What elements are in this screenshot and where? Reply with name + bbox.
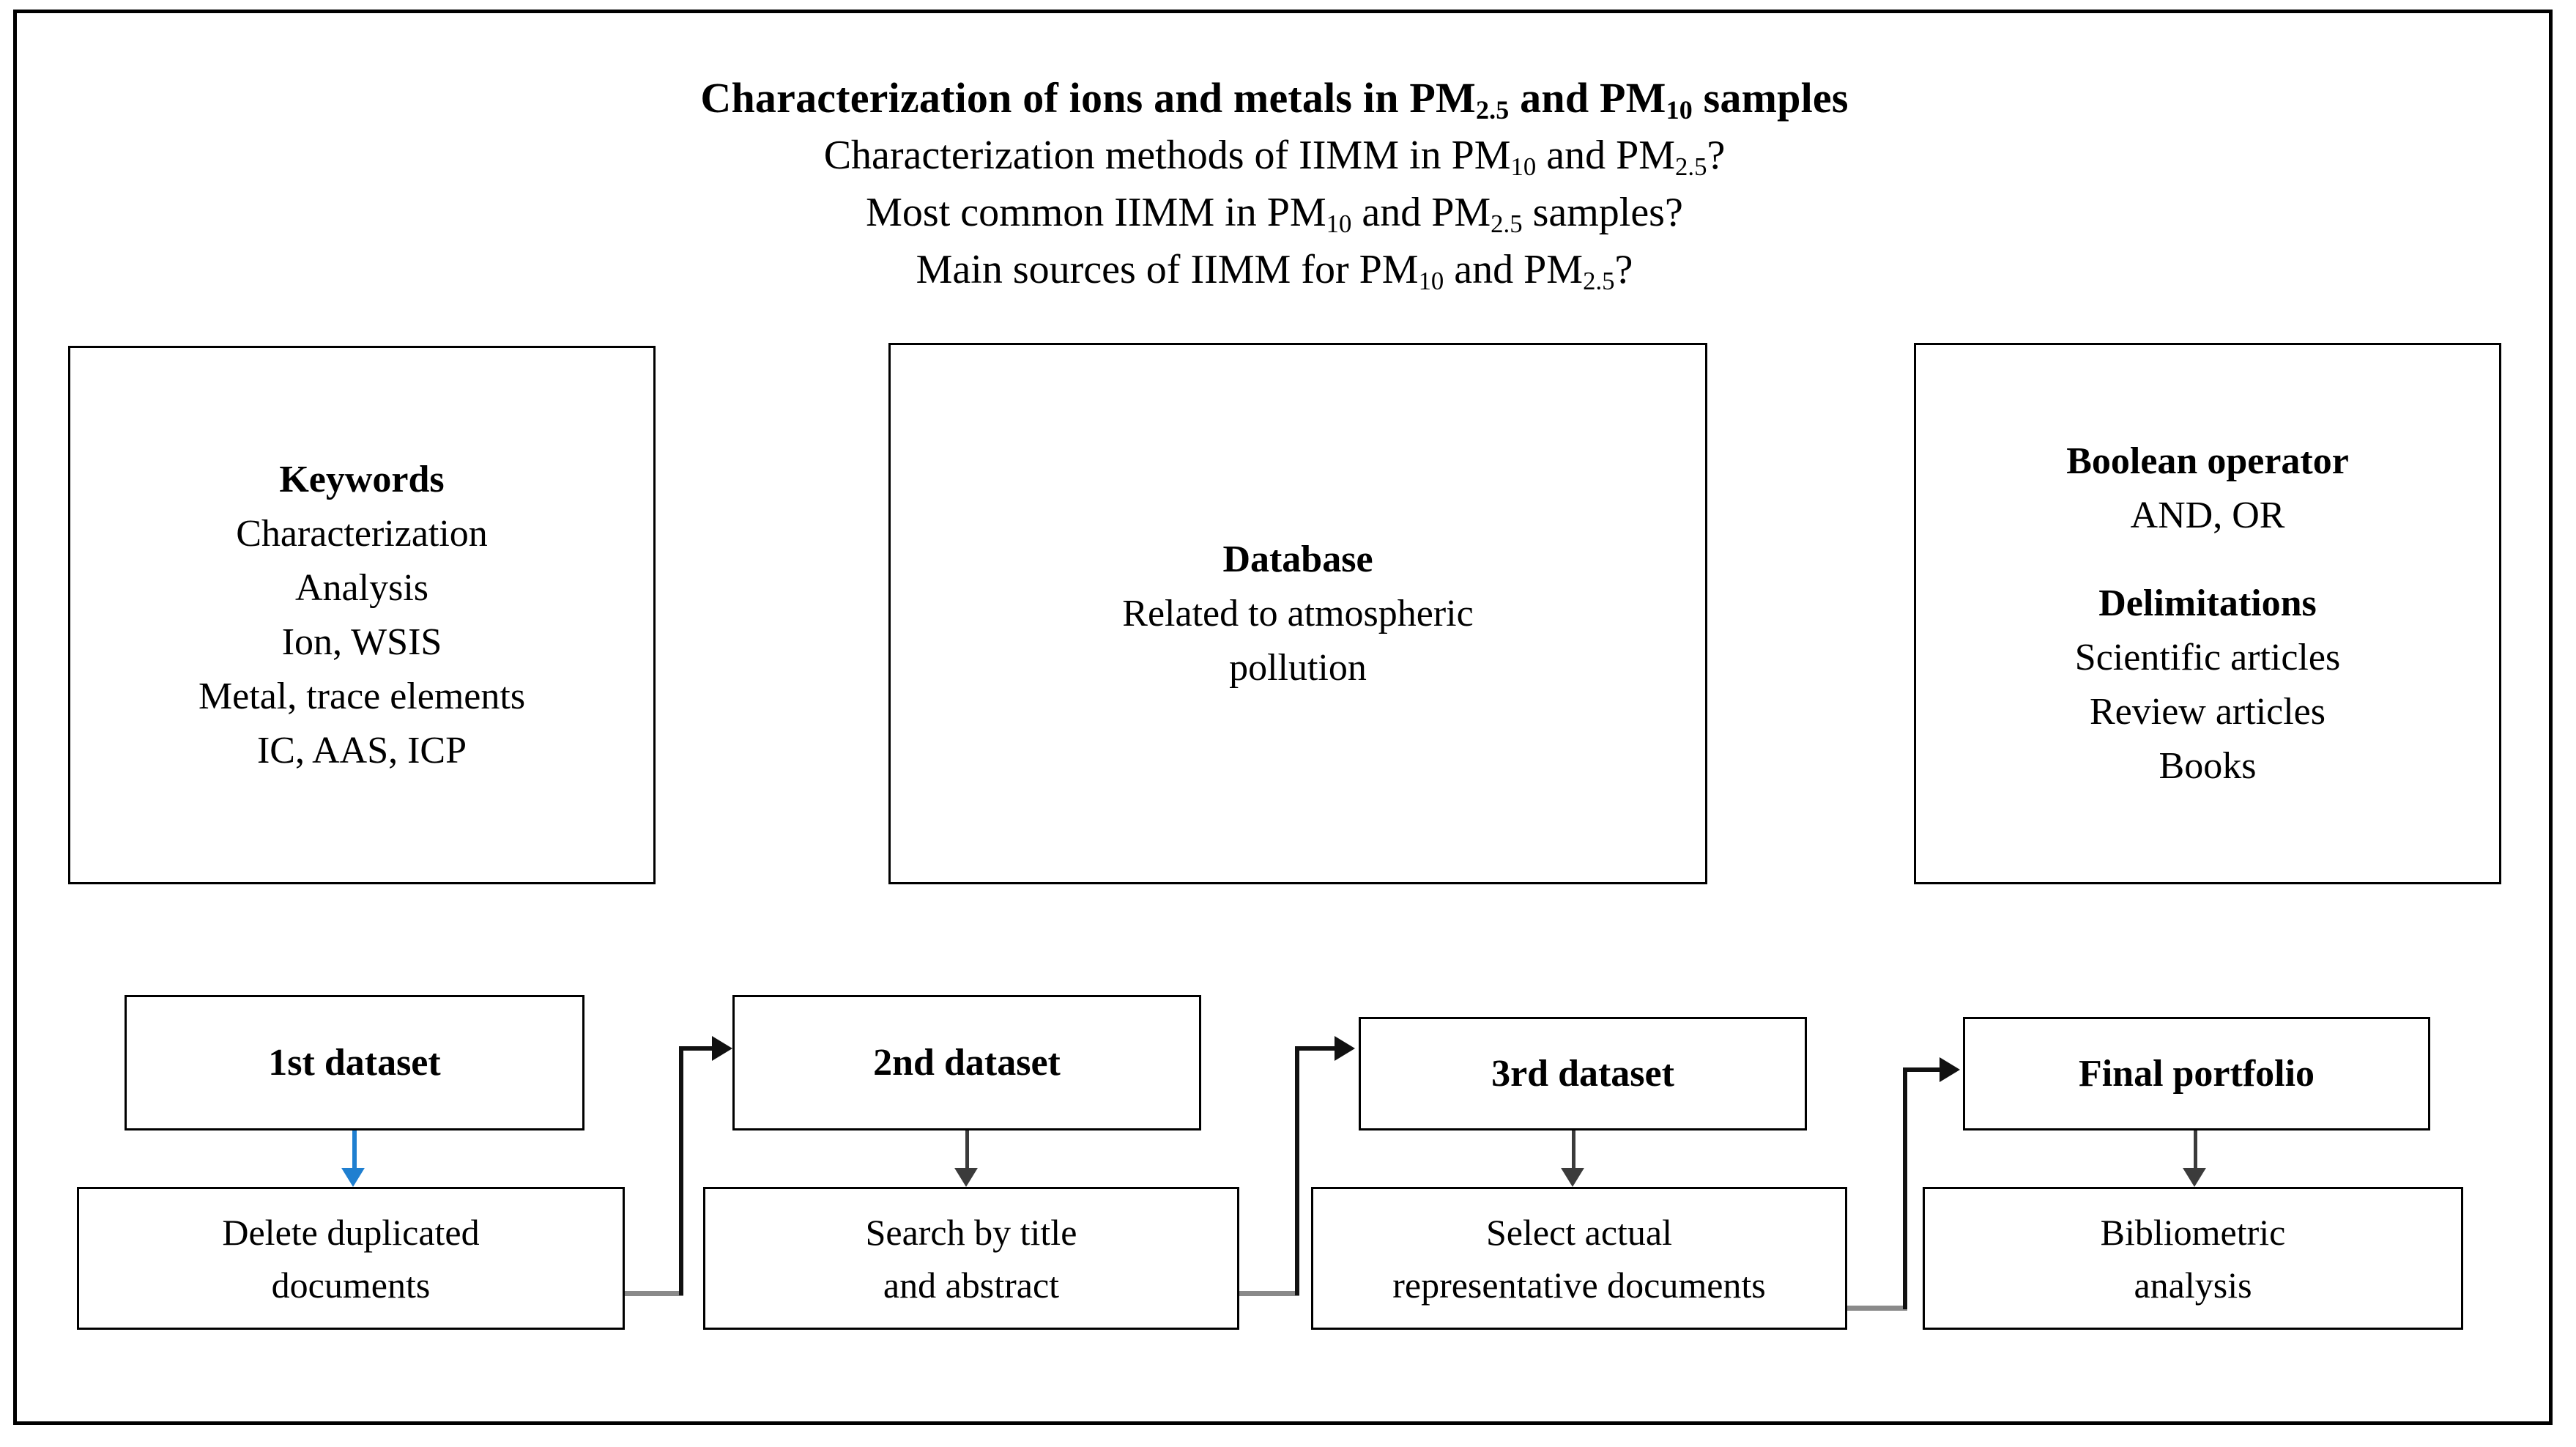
research-question-2: Most common IIMM in PM10 and PM2.5 sampl… [866,190,1683,239]
arrowhead-down-icon [2183,1168,2206,1187]
boolean-operator-title: Boolean operator [2066,440,2349,482]
database-line: pollution [1229,646,1367,689]
dataset-label: Final portfolio [2078,1052,2315,1095]
arrowhead-down-icon [341,1168,365,1187]
elbow-a-horizontal-in [679,1046,716,1051]
flow-box-delete-duplicated-documents: Delete duplicated documents [77,1187,625,1330]
heading-block: Characterization of ions and metals in P… [44,70,2505,298]
elbow-c-horizontal-out [1847,1306,1907,1311]
criteria-box-boolean-delimitations: Boolean operator AND, OR Delimitations S… [1914,343,2501,884]
question3-subscript-2: 2.5 [1583,267,1615,296]
elbow-a-vertical [679,1046,683,1295]
arrow-3rd-dataset-to-select-actual [1572,1130,1575,1173]
arrowhead-right-icon [1940,1057,1960,1082]
arrow-final-portfolio-to-bibliometric [2194,1130,2197,1173]
delimitations-line: Books [2159,744,2257,787]
action-line: and abstract [883,1264,1060,1306]
title-part-2: and PM [1509,74,1666,122]
keywords-line: Characterization [236,512,488,555]
arrowhead-right-icon [1335,1036,1355,1061]
research-question-1: Characterization methods of IIMM in PM10… [823,133,1726,182]
elbow-c-vertical [1903,1067,1907,1309]
action-line: documents [271,1264,431,1306]
elbow-b-horizontal-in [1295,1046,1337,1051]
criteria-box-keywords: Keywords Characterization Analysis Ion, … [68,346,656,884]
delimitations-line: Scientific articles [2074,636,2341,678]
dataset-label: 1st dataset [268,1041,441,1084]
action-line: Bibliometric [2100,1211,2286,1253]
flow-box-bibliometric-analysis: Bibliometric analysis [1923,1187,2463,1330]
action-line: Search by title [865,1211,1077,1253]
question2-subscript-2: 2.5 [1491,210,1523,239]
keywords-line: Analysis [295,566,428,609]
database-title: Database [1222,538,1373,580]
flow-box-final-portfolio: Final portfolio [1963,1017,2430,1130]
keywords-line: Ion, WSIS [281,621,442,663]
arrowhead-down-icon [1561,1168,1584,1187]
elbow-b-horizontal-out [1239,1291,1299,1296]
flow-box-2nd-dataset: 2nd dataset [732,995,1201,1130]
flow-box-search-by-title-and-abstract: Search by title and abstract [703,1187,1239,1330]
diagram-title: Characterization of ions and metals in P… [44,70,2505,127]
research-question-3: Main sources of IIMM for PM10 and PM2.5? [916,247,1633,296]
action-line: Select actual [1485,1211,1673,1253]
database-line: Related to atmospheric [1122,592,1474,634]
criteria-box-database: Database Related to atmospheric pollutio… [888,343,1707,884]
title-part-3: samples [1692,74,1849,122]
title-part-1: Characterization of ions and metals in P… [700,74,1476,122]
elbow-a-horizontal-out [625,1291,683,1296]
question1-subscript-2: 2.5 [1675,152,1707,182]
arrowhead-right-icon [712,1036,732,1061]
delimitations-title: Delimitations [2098,582,2317,624]
question2-subscript-1: 10 [1326,210,1352,239]
title-subscript-2: 10 [1666,95,1693,125]
flow-box-select-representative-documents: Select actual representative documents [1311,1187,1847,1330]
boolean-operator-line: AND, OR [2130,494,2285,536]
arrow-2nd-dataset-to-search-by-title [965,1130,969,1173]
arrow-1st-dataset-to-delete-duplicated [352,1130,357,1173]
title-subscript-1: 2.5 [1475,95,1510,125]
dataset-label: 3rd dataset [1491,1052,1674,1095]
keywords-line: IC, AAS, ICP [256,729,467,771]
flow-box-1st-dataset: 1st dataset [125,995,584,1130]
keywords-line: Metal, trace elements [198,675,526,717]
keywords-title: Keywords [279,458,445,500]
question1-subscript-1: 10 [1510,152,1537,182]
flow-box-3rd-dataset: 3rd dataset [1359,1017,1807,1130]
arrowhead-down-icon [954,1168,978,1187]
dataset-label: 2nd dataset [873,1041,1061,1084]
elbow-b-vertical [1295,1046,1299,1295]
action-line: Delete duplicated [222,1211,480,1253]
action-line: representative documents [1392,1264,1766,1306]
question3-subscript-1: 10 [1418,267,1444,296]
action-line: analysis [2134,1264,2252,1306]
delimitations-line: Review articles [2090,690,2326,733]
elbow-c-horizontal-in [1903,1067,1942,1072]
